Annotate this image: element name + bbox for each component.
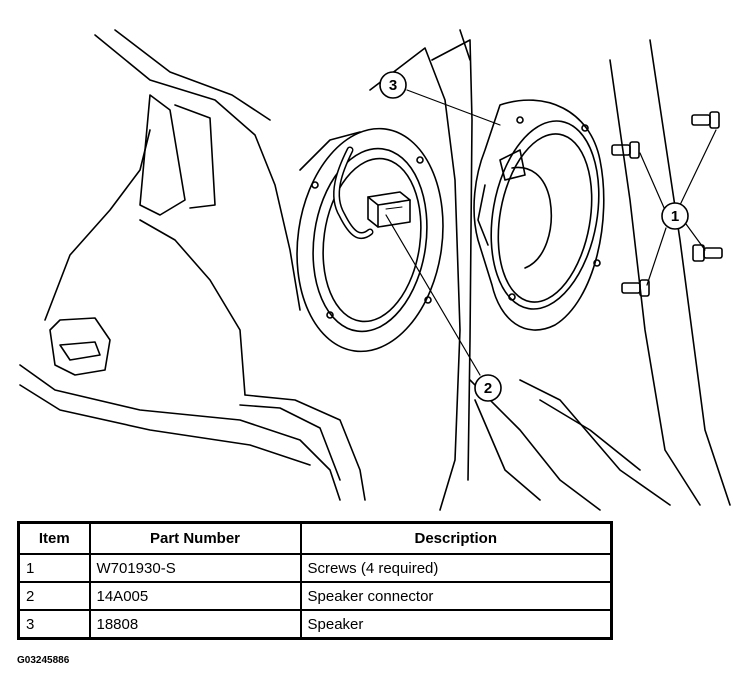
screw bbox=[692, 244, 723, 262]
table-header-row: Item Part Number Description bbox=[17, 521, 613, 555]
table-row: 2 14A005 Speaker connector bbox=[17, 581, 613, 611]
cell-description: Speaker connector bbox=[299, 581, 613, 611]
callout-3: 3 bbox=[379, 71, 407, 99]
cell-part-number: 14A005 bbox=[88, 581, 302, 611]
cell-item: 3 bbox=[17, 609, 91, 640]
cell-part-number: W701930-S bbox=[88, 553, 302, 583]
screws bbox=[611, 111, 723, 297]
screw bbox=[611, 141, 640, 159]
screw bbox=[691, 111, 720, 129]
speaker-connector bbox=[367, 191, 411, 228]
column-header-item: Item bbox=[17, 521, 91, 555]
svg-text:1: 1 bbox=[671, 208, 679, 225]
leader-lines bbox=[385, 89, 717, 376]
speaker-mounting-opening bbox=[296, 127, 444, 353]
table-row: 1 W701930-S Screws (4 required) bbox=[17, 553, 613, 583]
table-row: 3 18808 Speaker bbox=[17, 609, 613, 640]
cell-description: Speaker bbox=[299, 609, 613, 640]
door-panel-outline bbox=[19, 29, 731, 511]
speaker bbox=[473, 99, 605, 331]
cell-item: 2 bbox=[17, 581, 91, 611]
column-header-description: Description bbox=[299, 521, 613, 555]
figure-id: G03245886 bbox=[17, 655, 70, 666]
cell-part-number: 18808 bbox=[88, 609, 302, 640]
callout-1: 1 bbox=[661, 202, 689, 230]
cell-item: 1 bbox=[17, 553, 91, 583]
svg-text:3: 3 bbox=[389, 77, 397, 94]
column-header-part-number: Part Number bbox=[88, 521, 302, 555]
parts-table: Item Part Number Description 1 W701930-S… bbox=[17, 521, 613, 640]
door-speaker-diagram: 3 2 1 bbox=[19, 29, 731, 511]
screw bbox=[621, 279, 650, 297]
callout-2: 2 bbox=[474, 374, 502, 402]
svg-text:2: 2 bbox=[484, 380, 492, 397]
cell-description: Screws (4 required) bbox=[299, 553, 613, 583]
